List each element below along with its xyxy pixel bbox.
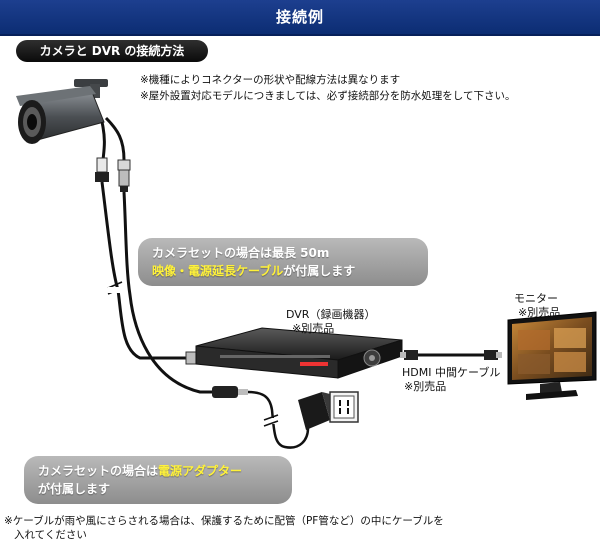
- power-adapter-callout-prefix: カメラセットの場合は: [38, 464, 159, 478]
- monitor-icon: [507, 311, 597, 400]
- power-connector-icon: [95, 157, 109, 182]
- power-adapter-callout-line1: カメラセットの場合は電源アダプター: [38, 462, 278, 480]
- section-label: カメラと DVR の接続方法: [16, 40, 208, 62]
- hdmi-cable-label: HDMI 中間ケーブル: [402, 366, 501, 379]
- hdmi-sold-separately: ※別売品: [404, 380, 447, 393]
- power-adapter-highlight: 電源アダプター: [158, 464, 243, 478]
- extension-cable-highlight: 映像・電源延長ケーブル: [152, 264, 284, 278]
- footer-note: ※ケーブルが雨や風にさらされる場合は、保護するために配管（PF管など）の中にケー…: [4, 514, 444, 542]
- dvr-sold-separately: ※別売品: [292, 322, 335, 335]
- hdmi-cable-icon: [400, 350, 502, 360]
- monitor-sold-separately: ※別売品: [518, 306, 561, 319]
- dvr-label: DVR（録画機器）: [286, 308, 376, 321]
- note-waterproof: ※屋外設置対応モデルにつきましては、必ず接続部分を防水処理をして下さい。: [140, 90, 516, 102]
- power-adapter-callout-line2: が付属します: [38, 482, 111, 496]
- note-connector: ※機種によりコネクターの形状や配線方法は異なります: [140, 74, 401, 86]
- camera-icon: [16, 79, 108, 144]
- monitor-label: モニター: [514, 292, 558, 305]
- extension-cable-callout-line1: カメラセットの場合は最長 50m: [152, 246, 330, 260]
- power-plug-icon: [212, 386, 248, 398]
- extension-cable-callout: カメラセットの場合は最長 50m 映像・電源延長ケーブルが付属します: [138, 238, 428, 286]
- extension-cable-callout-rest: が付属します: [283, 264, 356, 278]
- header-bar: 接続例: [0, 0, 600, 36]
- dvr-icon: [195, 327, 403, 379]
- power-adapter-callout: カメラセットの場合は電源アダプター が付属します: [24, 456, 292, 504]
- bnc-connector-icon: [117, 159, 131, 192]
- page-title: 接続例: [275, 8, 324, 26]
- extension-cable-callout-line2: 映像・電源延長ケーブルが付属します: [152, 262, 414, 280]
- footer-note-line2: 入れてください: [14, 529, 87, 541]
- wall-outlet-icon: [329, 391, 359, 423]
- footer-note-line1: ※ケーブルが雨や風にさらされる場合は、保護するために配管（PF管など）の中にケー…: [4, 515, 444, 527]
